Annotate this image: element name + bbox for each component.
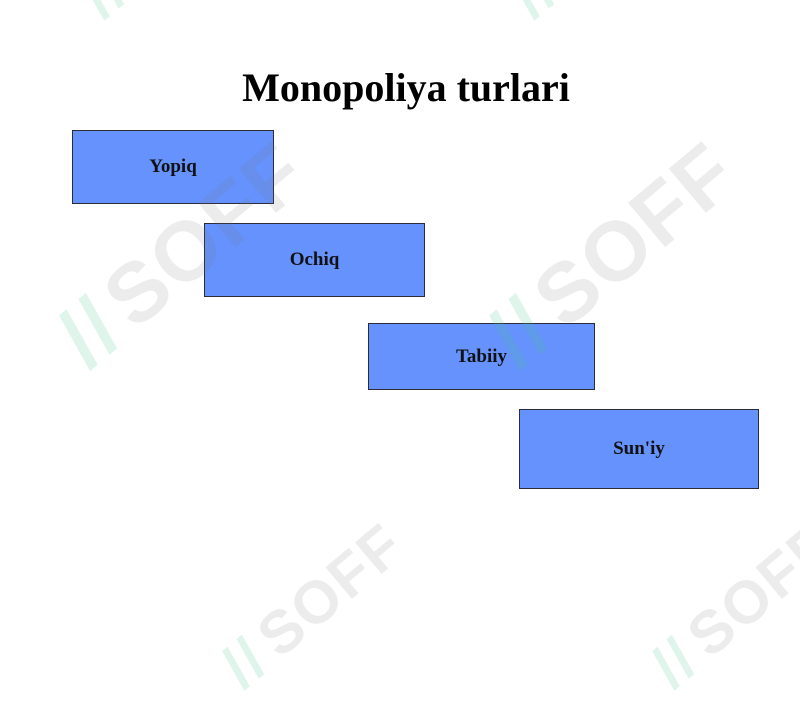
type-box-ochiq: Ochiq	[204, 223, 425, 297]
type-label: Ochiq	[289, 249, 340, 270]
watermark-logo: //SOFF	[498, 0, 707, 31]
page-title: Monopoliya turlari	[242, 65, 570, 110]
type-label: Tabiiy	[455, 345, 508, 367]
type-box-suniy: Sun'iy	[519, 409, 759, 489]
type-label: Yopiq	[149, 156, 197, 177]
watermark-logo: //SOFF	[68, 0, 277, 31]
type-label: Sun'iy	[613, 438, 665, 459]
type-box-yopiq: Yopiq	[72, 130, 274, 204]
watermark-logo: //SOFF	[208, 510, 417, 701]
type-box-tabiiy: Tabiiy	[368, 323, 595, 390]
watermark-logo: //SOFF	[638, 510, 800, 701]
